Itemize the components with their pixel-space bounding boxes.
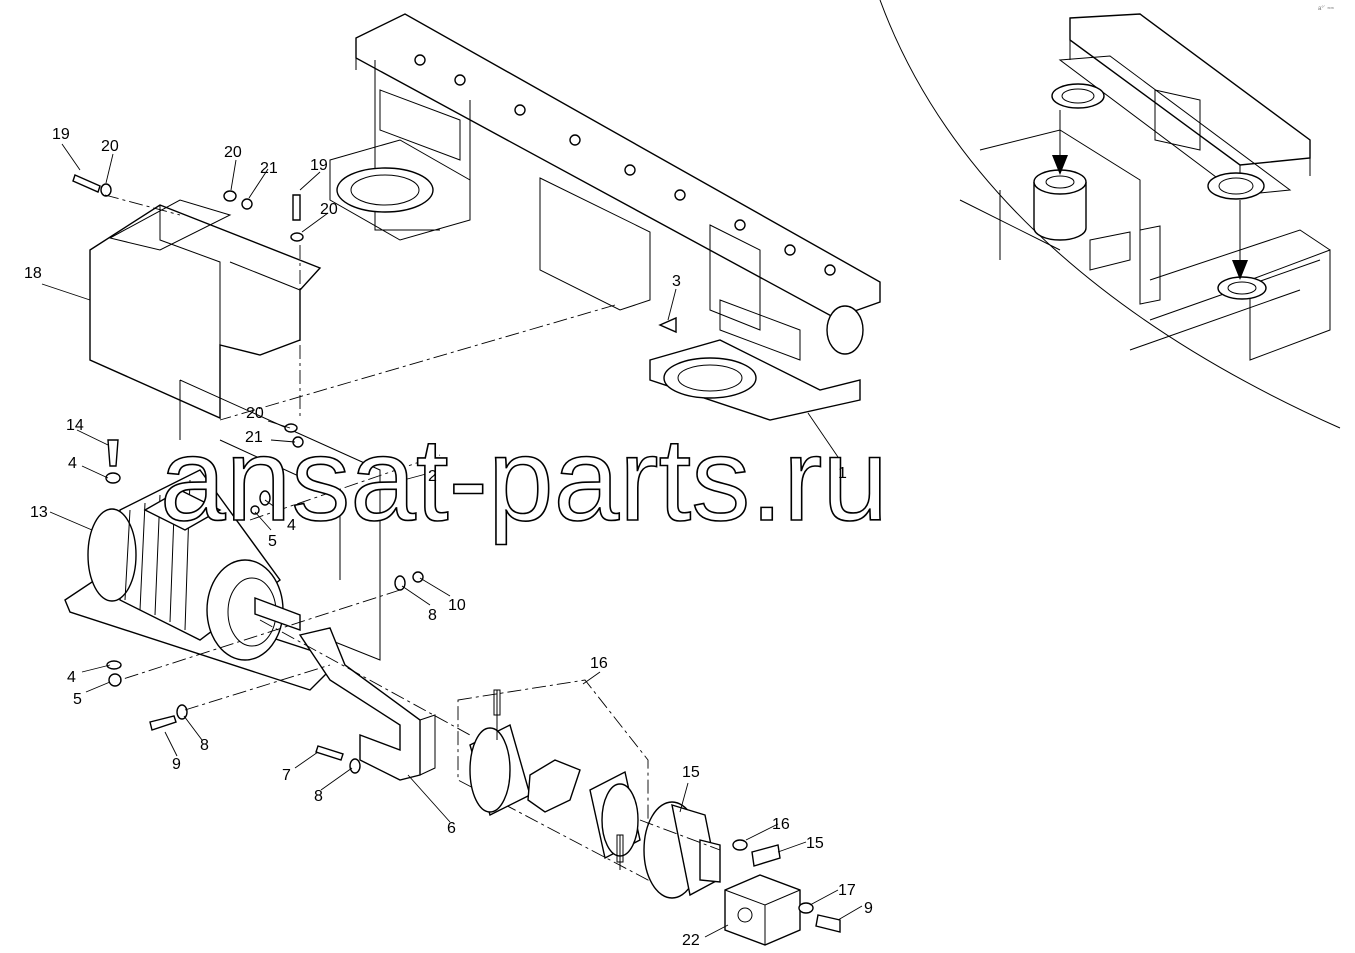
- callout-20: 20: [224, 144, 242, 161]
- coupling-group-part-14: [457, 679, 649, 881]
- callout-labels: 19 20 20 21 19 20 18 3 1 14 4 13 2 20 21…: [24, 126, 873, 949]
- callout-4: 4: [67, 669, 76, 686]
- callout-20: 20: [246, 405, 264, 422]
- cover-part-18: [89, 199, 322, 420]
- callout-5: 5: [73, 691, 82, 708]
- corner-mark: a°˙ ≈≈: [1318, 6, 1335, 12]
- support-bracket-part-6: [298, 627, 436, 781]
- callout-11: 13: [30, 504, 48, 521]
- callout-7: 7: [282, 767, 291, 784]
- callout-19: 19: [52, 126, 70, 143]
- callout-9: 9: [172, 756, 181, 773]
- callout-10: 10: [448, 597, 466, 614]
- watermark-text: ansat-parts.ru: [160, 414, 888, 546]
- callout-15: 15: [806, 835, 824, 852]
- callout-2: 2: [428, 468, 437, 485]
- electric-motor-part-11: [64, 469, 342, 691]
- callout-4: 4: [68, 455, 77, 472]
- callout-13: 15: [682, 764, 700, 781]
- bolt-heads-row: [414, 54, 836, 276]
- callout-17: 17: [838, 882, 856, 899]
- inset-boundary-arc: [879, 0, 1341, 429]
- hydraulic-pump-part-22: [724, 874, 801, 946]
- callout-1: 1: [838, 465, 847, 482]
- callout-5: 5: [268, 533, 277, 550]
- detail-inset: a°˙ ≈≈: [879, 0, 1341, 429]
- callout-22: 22: [682, 932, 700, 949]
- callout-6: 6: [447, 820, 456, 837]
- callout-21: 21: [260, 160, 278, 177]
- callout-8: 8: [314, 788, 323, 805]
- callout-16: 16: [772, 816, 790, 833]
- callout-9: 9: [864, 900, 873, 917]
- callout-18: 18: [24, 265, 42, 282]
- callout-20: 20: [320, 201, 338, 218]
- alignment-lines: [104, 194, 721, 851]
- callout-20: 20: [101, 138, 119, 155]
- callout-19: 19: [310, 157, 328, 174]
- pump-flange-part-13: [643, 801, 721, 899]
- callout-4: 4: [287, 517, 296, 534]
- callout-8: 8: [200, 737, 209, 754]
- leader-lines: [41, 143, 863, 938]
- callout-8: 8: [428, 607, 437, 624]
- callout-14: 16: [590, 655, 608, 672]
- callout-12: 14: [66, 417, 84, 434]
- callout-3: 3: [672, 273, 681, 290]
- main-frame-part-1: [329, 13, 881, 421]
- callout-21: 21: [245, 429, 263, 446]
